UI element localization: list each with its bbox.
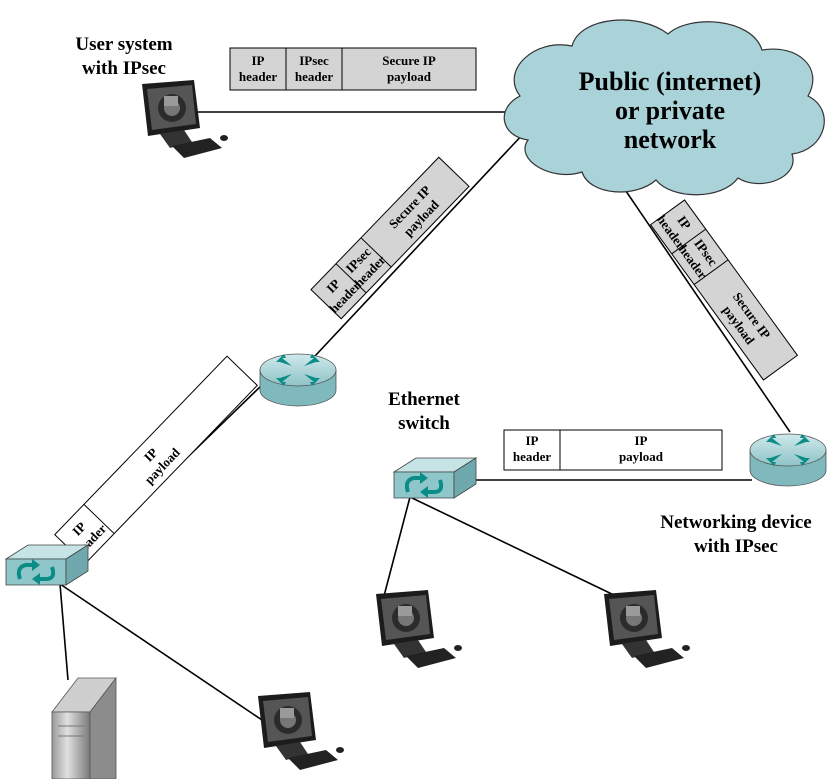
networking-device-router-icon: [749, 433, 827, 487]
lan-right-pc2-monitor-icon: [604, 590, 690, 668]
packet-lan-right-payload-line1: IP: [635, 433, 648, 448]
packet-top: IP header IPsec header Secure IP payload: [229, 47, 477, 91]
cloud-label-line2: or private: [615, 96, 725, 125]
packet-top-ip-header-line2: header: [239, 69, 278, 84]
link-cloud-to-device: [614, 174, 791, 433]
packet-lan-right: IP header IP payload: [503, 429, 723, 471]
lan-left-pc-monitor-icon: [258, 692, 344, 770]
cloud-label-line1: Public (internet): [579, 67, 762, 96]
left-router-icon: [259, 353, 337, 407]
packet-lan-right-ip-header-line1: IP: [526, 433, 539, 448]
link-switch-to-server: [59, 583, 69, 681]
user-system-monitor-icon: [142, 80, 228, 158]
packet-diag-right: IP header IPsec header Secure IP payload: [649, 199, 799, 381]
cloud-label-line3: network: [624, 125, 717, 154]
packet-top-payload-line1: Secure IP: [382, 53, 436, 68]
ethernet-switch-label-line2: switch: [398, 413, 450, 434]
link-eth-to-pc1: [383, 496, 411, 597]
packet-diag-mid: IP header IPsec header Secure IP payload: [310, 156, 470, 320]
networking-device-label-line2: with IPsec: [694, 536, 778, 557]
ethernet-switch-icon: [392, 456, 478, 500]
link-router-to-cloud: [299, 131, 526, 373]
lan-right-pc1-monitor-icon: [376, 590, 462, 668]
cloud-icon: Public (internet) or private network: [503, 19, 825, 196]
packet-top-ipsec-header-line2: header: [295, 69, 334, 84]
user-system-label-line2: with IPsec: [82, 58, 166, 79]
packet-lan-right-payload-line2: payload: [619, 449, 664, 464]
packet-lan-left: IP header IP payload: [54, 355, 258, 565]
packet-lan-right-ip-header-line2: header: [513, 449, 552, 464]
user-system-label-line1: User system: [75, 34, 172, 55]
packet-top-ip-header-line1: IP: [252, 53, 265, 68]
networking-device-label-line1: Networking device: [660, 512, 811, 533]
ethernet-switch-label-line1: Ethernet: [388, 389, 460, 410]
link-eth-to-pc2: [409, 496, 617, 597]
packet-top-ipsec-header-line1: IPsec: [299, 53, 329, 68]
server-icon: [51, 676, 117, 779]
left-switch-icon: [4, 543, 90, 587]
link-switch-to-pc: [59, 583, 263, 721]
packet-top-payload-line2: payload: [387, 69, 432, 84]
